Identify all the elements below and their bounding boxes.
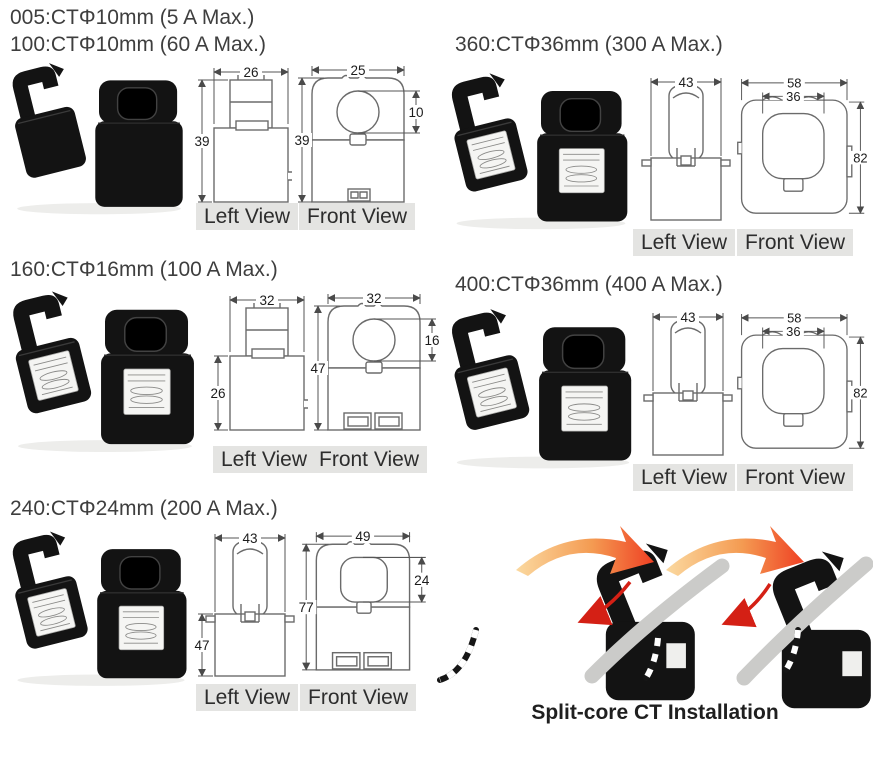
left-view-drawing-160: 32 26 xyxy=(209,293,308,431)
dim-fv-height-360: 82 xyxy=(853,150,867,165)
left-view-chip-240: Left View xyxy=(196,684,298,711)
dim-fv-hole-240: 24 xyxy=(414,573,430,588)
dim-fv-inner-360: 36 xyxy=(786,89,800,104)
front-view-chip-240: Front View xyxy=(300,684,416,711)
dim-fv-height-400: 82 xyxy=(853,385,867,400)
dim-fv-hole-160: 16 xyxy=(424,333,439,348)
dim-fv-height-240: 77 xyxy=(299,600,314,615)
install-step-3 xyxy=(721,556,873,686)
dim-lv-width-240: 43 xyxy=(242,531,257,546)
dim-lv-height-005: 39 xyxy=(194,134,209,149)
front-view-chip-360: Front View xyxy=(737,229,853,256)
product-photo-240 xyxy=(6,526,196,690)
left-view-chip-400: Left View xyxy=(633,464,735,491)
dim-lv-width-360: 43 xyxy=(678,75,693,90)
front-view-drawing-360: 58 36 82 xyxy=(732,76,870,214)
dim-fv-width-160: 32 xyxy=(366,291,381,306)
left-view-drawing-240: 43 47 xyxy=(193,531,308,677)
orange-arrow-1 xyxy=(516,526,654,576)
front-view-chip-160: Front View xyxy=(311,446,427,473)
dim-lv-height-160: 26 xyxy=(210,386,225,401)
front-view-drawing-160: 32 16 47 xyxy=(309,291,442,431)
product-photo-400 xyxy=(445,303,641,473)
product-photo-360 xyxy=(445,68,637,233)
installation-caption: Split-core CT Installation xyxy=(531,701,779,724)
product-title-240: 240:CTΦ24mm (200 A Max.) xyxy=(10,497,278,520)
product-title-005: 005:CTΦ10mm (5 A Max.) xyxy=(10,6,255,29)
product-photo-005 xyxy=(6,58,192,218)
dim-fv-width-005: 25 xyxy=(350,63,365,78)
product-title-400: 400:CTΦ36mm (400 A Max.) xyxy=(455,273,723,296)
install-step-1 xyxy=(437,537,695,700)
dim-lv-width-400: 43 xyxy=(680,310,695,325)
left-view-drawing-360: 43 xyxy=(626,75,744,228)
dim-fv-width-240: 49 xyxy=(355,529,370,544)
dim-fv-hole-005: 10 xyxy=(408,105,423,120)
product-photo-160 xyxy=(6,286,204,456)
front-view-drawing-400: 58 36 82 xyxy=(732,311,870,449)
dim-fv-width-360: 58 xyxy=(787,76,801,91)
front-view-chip-400: Front View xyxy=(737,464,853,491)
left-view-chip-360: Left View xyxy=(633,229,735,256)
install-step-2 xyxy=(577,545,871,708)
installation-illustration xyxy=(437,526,873,696)
left-view-drawing-005: 26 39 xyxy=(193,65,292,203)
dim-fv-height-160: 47 xyxy=(310,361,325,376)
product-title-100: 100:CTΦ10mm (60 A Max.) xyxy=(10,33,267,56)
front-view-drawing-005: 25 10 39 xyxy=(293,63,426,203)
left-view-drawing-400: 43 xyxy=(628,310,746,463)
left-view-chip-005: Left View xyxy=(196,203,298,230)
front-view-drawing-240: 49 24 77 xyxy=(297,529,432,671)
left-view-chip-160: Left View xyxy=(213,446,315,473)
red-arrow-1 xyxy=(577,580,632,626)
dim-fv-inner-400: 36 xyxy=(786,324,800,339)
product-title-160: 160:CTΦ16mm (100 A Max.) xyxy=(10,258,278,281)
front-view-chip-005: Front View xyxy=(299,203,415,230)
dim-fv-height-005: 39 xyxy=(294,133,309,148)
dim-fv-width-400: 58 xyxy=(787,311,801,326)
dim-lv-width-005: 26 xyxy=(243,65,258,80)
dim-lv-width-160: 32 xyxy=(259,293,274,308)
red-arrow-2 xyxy=(721,583,772,628)
orange-arrow-2 xyxy=(666,526,804,576)
product-title-360: 360:CTΦ36mm (300 A Max.) xyxy=(455,33,723,56)
dim-lv-height-240: 47 xyxy=(194,638,209,653)
